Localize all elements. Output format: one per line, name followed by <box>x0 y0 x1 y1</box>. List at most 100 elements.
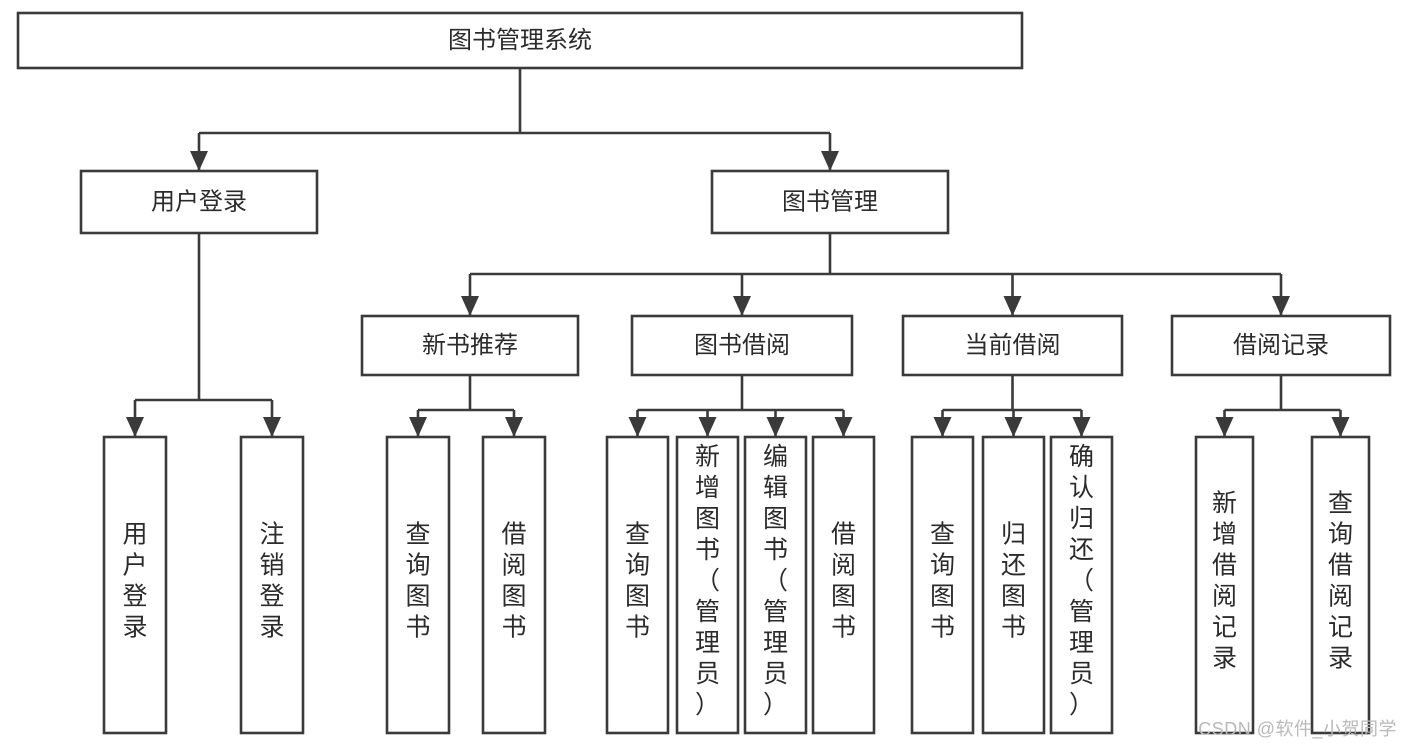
node-box <box>385 435 451 735</box>
node-box <box>1049 435 1114 735</box>
node-box <box>79 169 319 235</box>
node-label: 图书管理 <box>782 188 878 215</box>
node-box <box>1170 314 1392 377</box>
node-label-char: 书 <box>695 536 720 564</box>
node-label-char: 图 <box>1001 583 1026 611</box>
node-borrow-record[interactable]: 借阅记录 <box>1170 314 1392 377</box>
node-label-char: 新 <box>1212 490 1237 518</box>
node-label-char: 图 <box>501 583 526 611</box>
node-label-char: 确 <box>1069 443 1094 471</box>
arrow-head-icon <box>628 417 647 437</box>
arrow-head-icon <box>834 417 853 437</box>
node-label-char: ） <box>763 691 788 719</box>
node-label-char: 增 <box>1212 521 1237 549</box>
node-label-char: 记 <box>1328 614 1353 642</box>
arrow-head-icon <box>126 417 144 437</box>
arrow-head-icon <box>733 296 751 316</box>
node-label-char: 用 <box>122 521 147 549</box>
node-label-char: 书 <box>930 614 955 642</box>
node-root[interactable]: 图书管理系统 <box>16 11 1024 70</box>
node-label: 图书借阅 <box>694 332 790 359</box>
node-book-manage[interactable]: 图书管理 <box>710 169 950 235</box>
node-label-char: 书 <box>405 614 430 642</box>
node-label-char: 注 <box>259 521 284 549</box>
node-label-char: 图 <box>763 505 788 533</box>
node-label-char: 员 <box>1069 660 1094 688</box>
node-label-char: 阅 <box>1328 583 1353 611</box>
node-book-borrow[interactable]: 图书借阅 <box>630 314 854 377</box>
node-current-borrow[interactable]: 当前借阅 <box>901 314 1124 377</box>
node-label: 新书推荐 <box>422 332 518 359</box>
arrow-head-icon <box>263 417 281 437</box>
connector-layer <box>126 68 1350 437</box>
arrow-head-icon <box>821 151 839 171</box>
node-label-char: 借 <box>501 521 526 549</box>
node-box <box>239 435 305 735</box>
node-box <box>811 435 876 735</box>
arrow-head-icon <box>1272 296 1290 316</box>
node-label-char: （ <box>1069 567 1094 595</box>
node-label: 当前借阅 <box>965 332 1061 359</box>
node-label-char: 录 <box>259 614 284 642</box>
node-label-char: 图 <box>930 583 955 611</box>
arrow-head-icon <box>505 417 523 437</box>
node-label-char: 图 <box>831 583 856 611</box>
node-label-char: 书 <box>501 614 526 642</box>
node-label-char: 查 <box>1328 490 1353 518</box>
arrow-head-icon <box>1331 417 1350 437</box>
node-label-char: 阅 <box>501 552 526 580</box>
node-label-char: 阅 <box>831 552 856 580</box>
node-label-char: 理 <box>1069 629 1094 657</box>
node-label-char: 书 <box>1001 614 1026 642</box>
node-label-char: 员 <box>695 660 720 688</box>
node-label-char: 借 <box>1212 552 1237 580</box>
node-label-char: 登 <box>122 583 147 611</box>
arrow-head-icon <box>461 296 479 316</box>
node-box <box>981 435 1046 735</box>
node-label-char: 图 <box>405 583 430 611</box>
node-label-char: 录 <box>122 614 147 642</box>
node-label-char: 增 <box>695 474 720 502</box>
arrow-head-icon <box>1004 417 1023 437</box>
arrow-head-icon <box>1215 417 1234 437</box>
arrow-head-icon <box>933 417 952 437</box>
node-leaf-user-login[interactable]: 用户登录 <box>102 435 168 735</box>
node-label-char: 理 <box>763 629 788 657</box>
node-box <box>481 435 547 735</box>
node-label-char: （ <box>763 567 788 595</box>
arrow-head-icon <box>1072 417 1091 437</box>
node-label-char: 询 <box>1328 521 1353 549</box>
node-label-char: 查 <box>625 521 650 549</box>
arrow-head-icon <box>409 417 427 437</box>
node-label: 用户登录 <box>151 188 247 215</box>
node-box <box>675 435 740 735</box>
node-label-char: 查 <box>405 521 430 549</box>
node-label-char: 管 <box>1069 598 1094 626</box>
node-label-char: 询 <box>930 552 955 580</box>
node-new-book-recommend[interactable]: 新书推荐 <box>360 314 580 377</box>
node-label-char: 询 <box>405 552 430 580</box>
node-label-char: 管 <box>763 598 788 626</box>
node-label-char: 登 <box>259 583 284 611</box>
node-label-char: 图 <box>695 505 720 533</box>
node-box <box>102 435 168 735</box>
node-label-char: 书 <box>831 614 856 642</box>
node-label-char: 销 <box>259 552 284 580</box>
node-label-char: 记 <box>1212 614 1237 642</box>
node-label-char: 查 <box>930 521 955 549</box>
node-user-login[interactable]: 用户登录 <box>79 169 319 235</box>
arrow-head-icon <box>190 151 208 171</box>
